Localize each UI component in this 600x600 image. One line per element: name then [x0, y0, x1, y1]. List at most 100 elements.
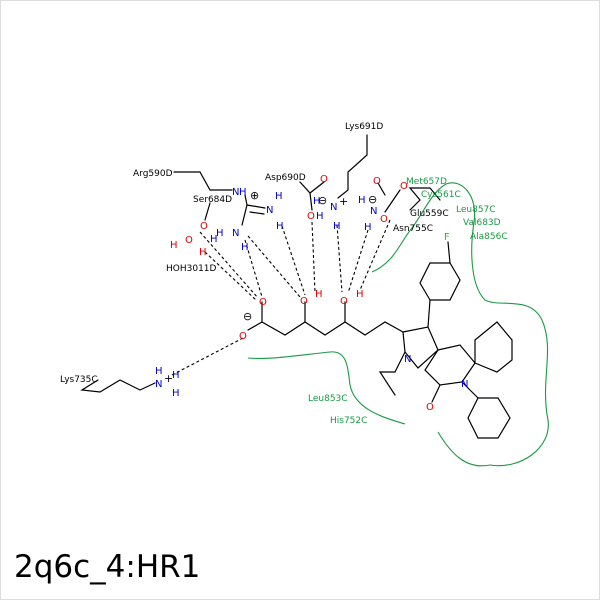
atom-asp-o2: O: [307, 211, 315, 222]
label-ala856: Ala856C: [470, 232, 508, 242]
charge-ligand-minus: ⊖: [243, 310, 252, 323]
carbonyl-bond: [431, 384, 441, 403]
hbond-arg-2: [247, 235, 301, 298]
hbond-lys691: [336, 224, 343, 293]
atom-hoh-o: O: [185, 235, 193, 246]
glu559-carboxyl: [384, 189, 401, 213]
hbond-arg-1: [244, 239, 263, 298]
atom-arg-h2: H: [275, 191, 283, 202]
label-lys735: Lys735C: [60, 375, 98, 385]
label-cys561: Cys561C: [421, 190, 461, 200]
lys691-chain: [337, 134, 368, 199]
ligand-chain: [261, 301, 404, 336]
arg590-chain: [173, 171, 233, 191]
hbond-glu559: [347, 229, 369, 294]
label-glu559: Glu559C: [410, 209, 449, 219]
asn755-bond: [377, 182, 386, 196]
residue-sidechains: [80, 134, 441, 393]
atom-lys691-h2: H: [316, 211, 324, 222]
label-lys691: Lys691D: [345, 122, 383, 132]
atom-arg-h5: H: [241, 242, 249, 253]
label-met657: Met657D: [406, 177, 447, 187]
c-f-bond: [447, 241, 451, 264]
atom-arg-h1: H: [239, 187, 247, 198]
label-asn755: Asn755C: [393, 224, 433, 234]
hbond-arg-3: [281, 225, 306, 296]
atom-lys735-h1: H: [155, 366, 163, 377]
charge-lys691-plus: +: [339, 195, 348, 208]
label-arg590: Arg590D: [133, 169, 173, 179]
ligand-skeleton: [247, 241, 513, 439]
arg-nh2-bond: [241, 204, 248, 226]
n-phenyl-link: [461, 381, 479, 399]
charge-glu-minus: ⊖: [368, 193, 377, 206]
atom-labels: N H H N H N H H O H H O H O O H H N H O …: [155, 174, 468, 413]
ser684-bond: [204, 202, 211, 221]
atom-lig-o2: O: [239, 331, 247, 342]
atom-lig-o4: O: [340, 296, 348, 307]
atom-lig-f: F: [444, 232, 450, 243]
atom-arg-n2: N: [266, 205, 273, 216]
atom-hoh-h2: H: [199, 247, 207, 258]
atom-asn-h2: H: [364, 222, 372, 233]
hbond-hoh: [204, 251, 257, 301]
atom-ser-o: O: [200, 221, 208, 232]
isopropyl: [378, 351, 406, 396]
atom-lig-o1: O: [259, 297, 267, 308]
diagram-title: 2q6c_4:HR1: [14, 549, 201, 585]
label-hoh3011: HOH3011D: [166, 264, 217, 274]
hydrophobic-arc-lower: [247, 351, 406, 425]
label-leu857: Leu857C: [456, 205, 496, 215]
atom-lys735-h2: H: [172, 370, 180, 381]
atom-lys691-n: N: [330, 202, 337, 213]
hydrophobic-arc-upper: [371, 182, 549, 467]
atom-arg-h3: H: [276, 221, 284, 232]
carboxylate-bond: [247, 321, 263, 331]
asp690-co-bond: [309, 192, 313, 211]
arg-double-bond: [249, 211, 265, 215]
hydrophobic-labels: Met657D Cys561C Leu857C Val683D Ala856C …: [308, 177, 508, 426]
fluorophenyl-link: [427, 299, 431, 328]
hbond-asp690: [311, 221, 316, 293]
atom-lig-n-pyrrole: N: [404, 354, 411, 365]
atom-arg-n1: N: [232, 187, 239, 198]
label-leu853: Leu853C: [308, 394, 348, 404]
hydrogen-bonds: [171, 219, 391, 376]
pyrrole-ring: [402, 326, 439, 369]
residue-labels: Lys691D Arg590D Asp690D Ser684D HOH3011D…: [60, 122, 449, 385]
glu559-chain: [408, 187, 441, 211]
atom-asn-h1: H: [358, 195, 366, 206]
charge-asp-minus: ⊖: [318, 194, 327, 207]
label-val683: Val683D: [463, 218, 501, 228]
fluorophenyl-ring: [419, 262, 461, 301]
hydrophobic-contacts: [247, 182, 549, 467]
atom-lig-h4: H: [356, 289, 364, 300]
atom-arg-n3: N: [232, 228, 239, 239]
atom-lys735-n: N: [155, 379, 162, 390]
atom-lig-o3: O: [300, 296, 308, 307]
label-ser684: Ser684D: [193, 195, 232, 205]
charge-arg-plus: ⊕: [250, 189, 259, 202]
n-phenyl-ring: [467, 397, 511, 439]
benzo-ring: [474, 321, 513, 373]
atom-arg-h4: H: [216, 228, 224, 239]
atom-ser-h: H: [210, 234, 218, 245]
label-asp690: Asp690D: [265, 173, 306, 183]
atom-lys691-h1: H: [313, 196, 321, 207]
atom-lys691-h3: H: [333, 221, 341, 232]
atom-glu-o1: O: [373, 176, 381, 187]
atom-hoh-h1: H: [170, 240, 178, 251]
atom-glu-o2: O: [400, 181, 408, 192]
hbond-lys735: [171, 336, 246, 376]
atom-lig-o-carbonyl: O: [426, 402, 434, 413]
atom-lys735-h3: H: [172, 388, 180, 399]
atom-lig-n-lactam: N: [461, 379, 468, 390]
hbond-asn755: [359, 219, 391, 291]
arg-cz-bond: [244, 194, 248, 206]
atom-lig-h3: H: [315, 289, 323, 300]
charges: ⊕ ⊖ ⊖ ⊖ + +: [164, 189, 377, 385]
label-his752: His752C: [330, 416, 367, 426]
lys735-chain: [80, 379, 156, 393]
arg-nh1-bond: [246, 204, 266, 209]
